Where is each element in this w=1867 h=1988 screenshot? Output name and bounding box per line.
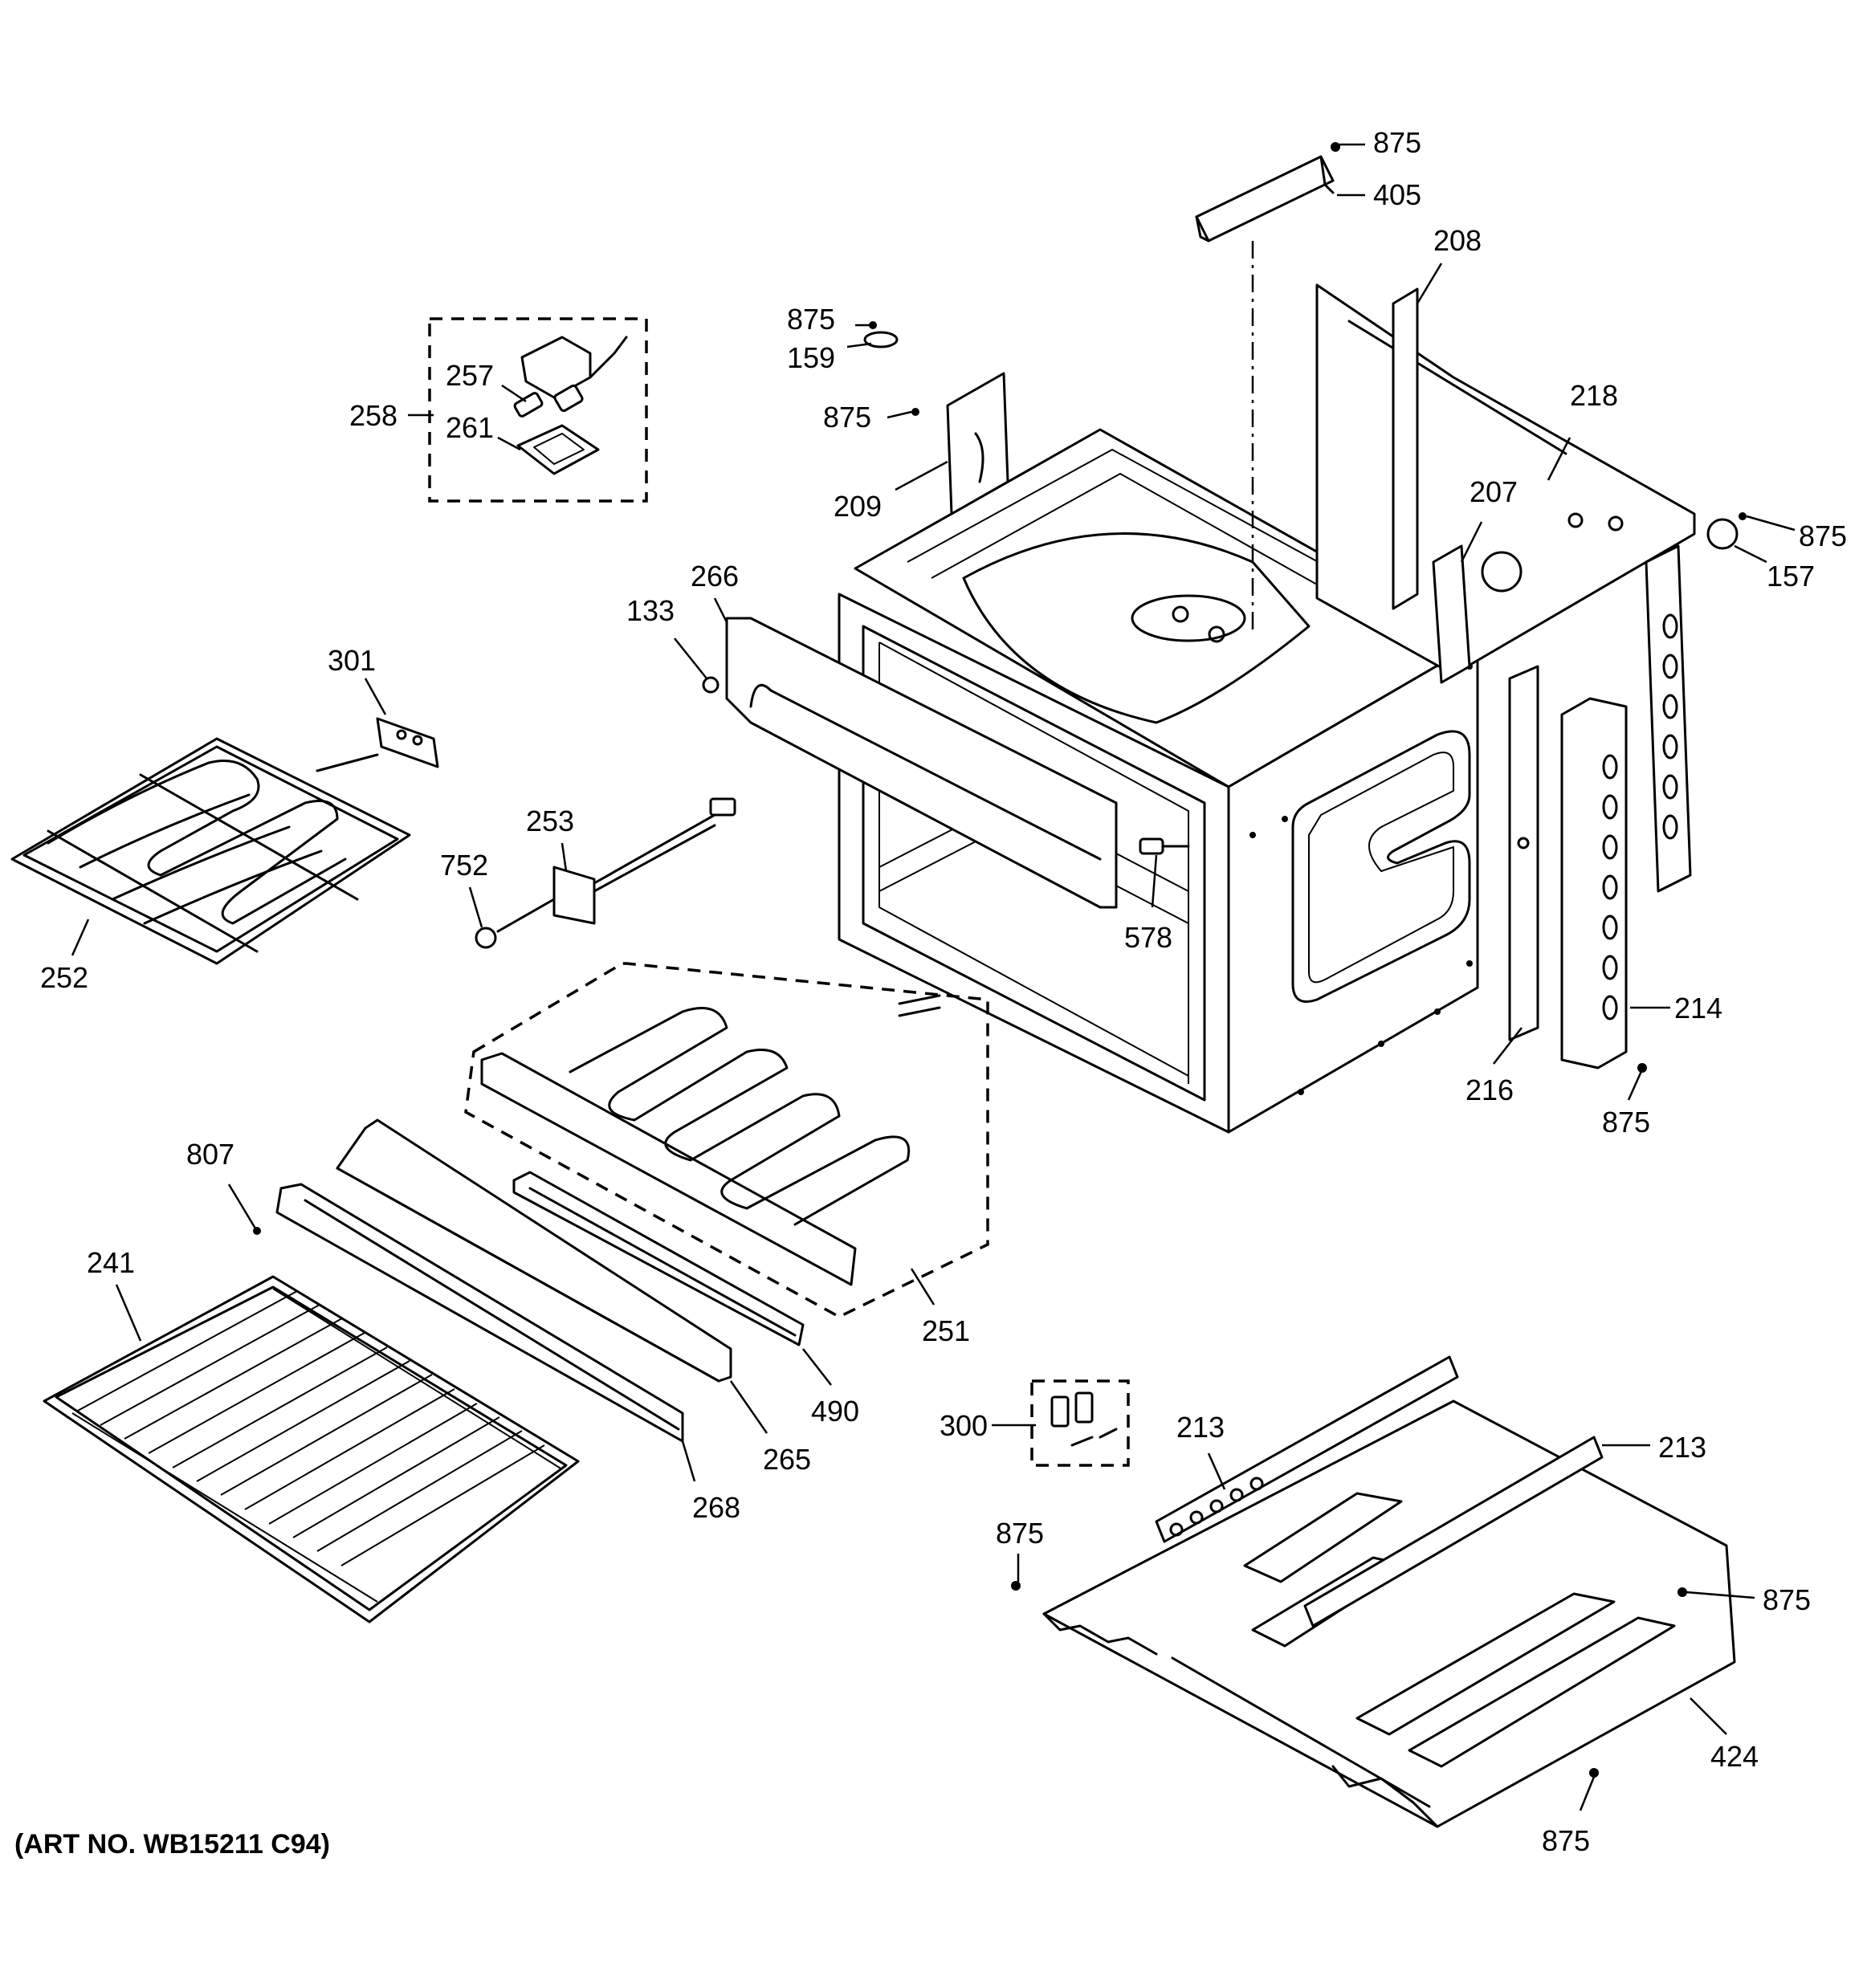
callout-875: 875 (823, 401, 871, 434)
callout-578: 578 (1124, 921, 1172, 954)
kit-300-box (1030, 1379, 1130, 1467)
part-266-front-trim (725, 617, 1118, 909)
part-424-bottom-pan (1042, 1399, 1736, 1828)
callout-405: 405 (1373, 178, 1421, 211)
leader-lines (71, 143, 1796, 1811)
part-265-deflector (336, 1118, 732, 1383)
callout-266: 266 (691, 560, 739, 593)
callout-265: 265 (763, 1443, 811, 1476)
callout-875: 875 (996, 1517, 1044, 1550)
callout-268: 268 (692, 1491, 740, 1524)
part-157-thermostat (1706, 512, 1747, 550)
part-241-oven-rack (43, 1275, 580, 1623)
callout-875: 875 (1763, 1583, 1811, 1616)
part-214-rail (1560, 697, 1628, 1069)
callout-213: 213 (1176, 1411, 1225, 1444)
callout-133: 133 (626, 594, 675, 627)
callout-218: 218 (1570, 379, 1618, 412)
callout-213: 213 (1658, 1431, 1706, 1464)
callout-875: 875 (1799, 519, 1847, 552)
callout-875: 875 (1373, 126, 1421, 159)
part-216-rail (1508, 665, 1539, 1041)
callout-875: 875 (1542, 1824, 1590, 1857)
callout-209: 209 (834, 490, 882, 523)
part-right-rear-rail (1645, 544, 1692, 893)
callout-752: 752 (440, 849, 488, 882)
part-300-hinge-clips (1050, 1391, 1118, 1447)
part-490-rail (512, 1171, 805, 1346)
part-253-sensor-probe (496, 797, 736, 933)
part-213-rail-right (1303, 1436, 1676, 1768)
part-752-screw (475, 927, 497, 949)
callout-207: 207 (1470, 475, 1518, 508)
part-252-broil-element (10, 737, 411, 965)
callout-208: 208 (1433, 224, 1482, 257)
callout-252: 252 (40, 961, 88, 994)
part-251-bake-element (480, 994, 941, 1286)
callout-241: 241 (87, 1246, 135, 1279)
part-208-vertical-strip (1392, 287, 1419, 610)
part-133-knob (702, 676, 719, 694)
callout-261: 261 (446, 411, 494, 444)
part-257-module (513, 336, 628, 418)
part-405-vent-bracket (1195, 142, 1340, 242)
part-207-strip (1432, 544, 1471, 684)
art-number: (ART NO. WB15211 C94) (14, 1829, 330, 1860)
callout-300: 300 (940, 1409, 988, 1442)
part-209-side-bracket (946, 372, 1009, 515)
callout-251: 251 (922, 1314, 970, 1347)
callout-807: 807 (186, 1138, 234, 1171)
callout-875: 875 (1602, 1106, 1650, 1139)
callout-labels: 875 405 208 875 159 257 258 261 875 209 … (40, 126, 1847, 1857)
callout-159: 159 (787, 341, 835, 374)
callout-253: 253 (526, 805, 574, 837)
part-578-sensor (1139, 837, 1190, 855)
kit-258-box (428, 317, 648, 503)
callout-214: 214 (1674, 992, 1722, 1025)
callout-216: 216 (1465, 1073, 1514, 1106)
part-268-bar (275, 1183, 684, 1443)
callout-157: 157 (1767, 560, 1815, 593)
part-261-gasket (516, 424, 600, 475)
callout-424: 424 (1710, 1740, 1759, 1773)
callout-490: 490 (811, 1395, 859, 1428)
callout-257: 257 (446, 359, 494, 392)
callout-301: 301 (328, 644, 376, 677)
callout-258: 258 (349, 399, 397, 432)
callout-875: 875 (787, 303, 835, 336)
kit-251-box (464, 962, 989, 1318)
part-301-terminal-plate (376, 717, 439, 768)
